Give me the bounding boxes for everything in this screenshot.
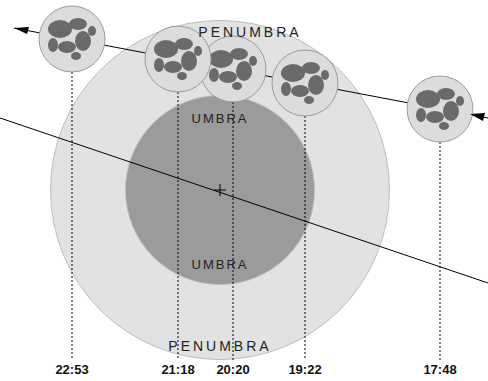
time-label: 19:22 bbox=[288, 362, 321, 377]
time-label: 21:18 bbox=[161, 362, 194, 377]
time-label: 20:20 bbox=[216, 362, 249, 377]
arrowhead bbox=[470, 113, 485, 121]
umbra-circle: UMBRA UMBRA bbox=[125, 95, 315, 285]
time-label: 22:53 bbox=[55, 362, 88, 377]
moon bbox=[39, 6, 105, 72]
moon bbox=[407, 76, 473, 142]
time-label: 17:48 bbox=[423, 362, 456, 377]
region-label: UMBRA bbox=[125, 112, 315, 127]
region-label: PENUMBRA bbox=[80, 24, 420, 40]
penumbra-circle: PENUMBRAPENUMBRAUMBRAUMBRA bbox=[50, 20, 390, 360]
region-label: UMBRA bbox=[125, 258, 315, 273]
region-label: PENUMBRA bbox=[50, 338, 390, 354]
arrowhead bbox=[14, 27, 29, 34]
